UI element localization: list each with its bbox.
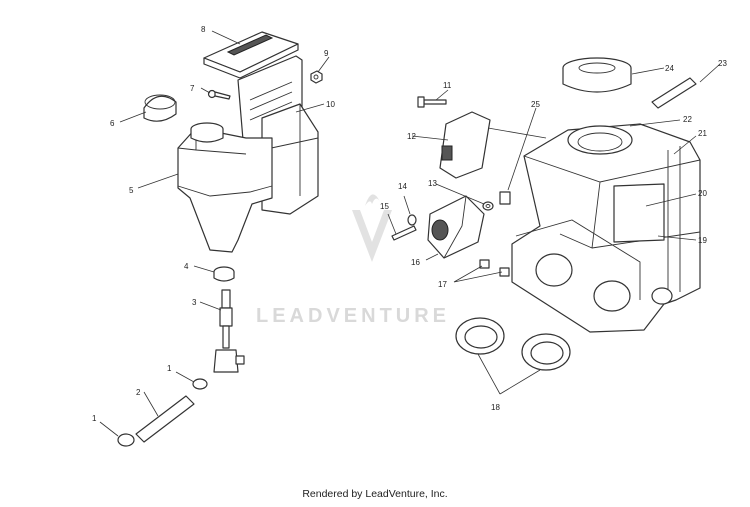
part-5-oil-tank xyxy=(177,122,273,253)
part-12-module xyxy=(439,111,491,179)
callout-1-lower: 1 xyxy=(92,414,97,423)
part-13-washer xyxy=(482,201,494,211)
callout-22: 22 xyxy=(683,115,692,124)
watermark-logo-icon xyxy=(352,194,392,262)
watermark-text: LEADVENTURE xyxy=(256,305,450,327)
part-16-coil xyxy=(427,195,485,259)
callout-9: 9 xyxy=(324,49,329,58)
callout-21: 21 xyxy=(698,129,707,138)
part-3-fitting xyxy=(213,289,245,373)
callout-13: 13 xyxy=(428,179,437,188)
part-25-plug xyxy=(499,191,511,205)
callout-2: 2 xyxy=(136,388,141,397)
callout-25: 25 xyxy=(531,100,540,109)
part-4-grommet xyxy=(213,266,235,282)
part-18-seal-left xyxy=(455,317,505,355)
callout-24: 24 xyxy=(665,64,674,73)
part-11-bolt xyxy=(417,96,447,108)
part-23-strap xyxy=(651,77,697,109)
part-17-fitting-b xyxy=(499,267,510,277)
callout-6: 6 xyxy=(110,119,115,128)
callout-1-upper: 1 xyxy=(167,364,172,373)
callout-12: 12 xyxy=(407,132,416,141)
callout-8: 8 xyxy=(201,25,206,34)
callout-20: 20 xyxy=(698,189,707,198)
callout-19: 19 xyxy=(698,236,707,245)
callout-3: 3 xyxy=(192,298,197,307)
part-15-bolt xyxy=(391,225,417,241)
callout-10: 10 xyxy=(326,100,335,109)
part-17-fitting-a xyxy=(479,259,490,269)
callout-7: 7 xyxy=(190,84,195,93)
airbox-housing xyxy=(511,123,701,333)
part-14-washer xyxy=(407,214,417,226)
callout-14: 14 xyxy=(398,182,407,191)
part-2-hose xyxy=(135,395,195,443)
callout-23: 23 xyxy=(718,59,727,68)
part-24-filter-ring xyxy=(562,57,632,93)
part-1-clamp-lower xyxy=(117,433,135,447)
part-1-clamp-upper xyxy=(192,378,208,390)
part-18-seal-right xyxy=(521,333,571,371)
callout-17: 17 xyxy=(438,280,447,289)
part-6-cap xyxy=(143,94,177,122)
parts-diagram: LEADVENTURE xyxy=(92,25,727,447)
part-8-cover xyxy=(203,31,299,79)
part-10-bracket xyxy=(237,55,319,215)
callout-5: 5 xyxy=(129,186,134,195)
callout-16: 16 xyxy=(411,258,420,267)
leader-lines xyxy=(99,30,721,437)
part-9-nut xyxy=(310,70,323,84)
part-7-screw xyxy=(207,89,231,100)
footer-credit: Rendered by LeadVenture, Inc. xyxy=(302,488,448,500)
callout-15: 15 xyxy=(380,202,389,211)
callout-4: 4 xyxy=(184,262,189,271)
callout-18: 18 xyxy=(491,403,500,412)
callout-11: 11 xyxy=(443,81,452,90)
